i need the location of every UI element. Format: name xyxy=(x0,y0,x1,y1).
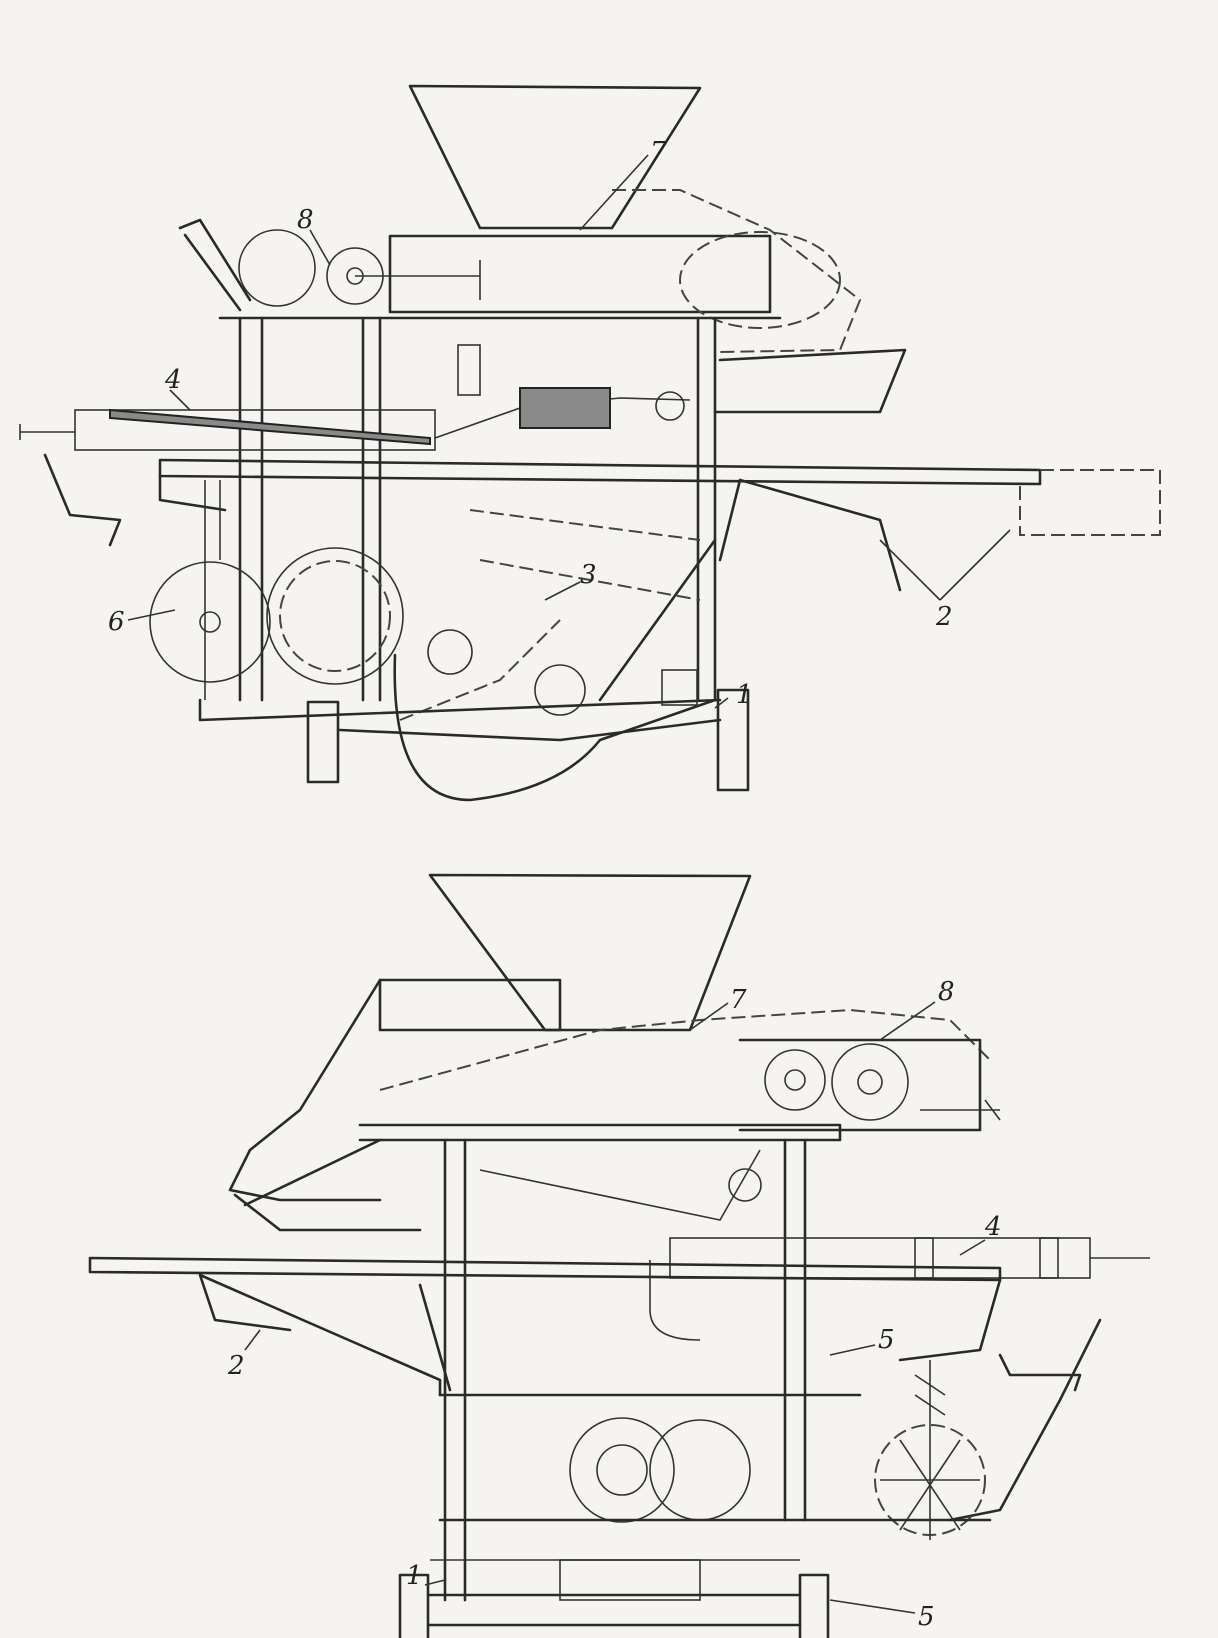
hopper xyxy=(408,84,702,230)
label-6: 6 xyxy=(108,607,125,637)
label-1: 1 xyxy=(406,1561,423,1591)
label-1: 1 xyxy=(736,680,753,710)
cylinder xyxy=(669,1237,1091,1279)
bottom-view-drawing xyxy=(88,873,1150,1638)
top-view-labels: 7 8 4 6 3 2 1 xyxy=(108,137,953,710)
label-5: 5 xyxy=(878,1325,895,1355)
label-8: 8 xyxy=(938,977,955,1007)
pulley xyxy=(238,229,316,307)
cylinder xyxy=(74,409,436,451)
label-2: 2 xyxy=(227,1351,245,1381)
label-2: 2 xyxy=(935,602,953,632)
bottom-view-labels: 7 8 4 5 2 1 5 xyxy=(227,977,1002,1632)
label-4: 4 xyxy=(164,365,182,395)
label-7: 7 xyxy=(730,985,747,1015)
label-7: 7 xyxy=(650,137,667,167)
label-5b: 5 xyxy=(918,1602,935,1632)
label-4: 4 xyxy=(984,1212,1002,1242)
label-8: 8 xyxy=(297,205,314,235)
label-3: 3 xyxy=(580,560,597,590)
top-view-drawing xyxy=(19,84,1161,802)
hopper xyxy=(428,873,752,1032)
